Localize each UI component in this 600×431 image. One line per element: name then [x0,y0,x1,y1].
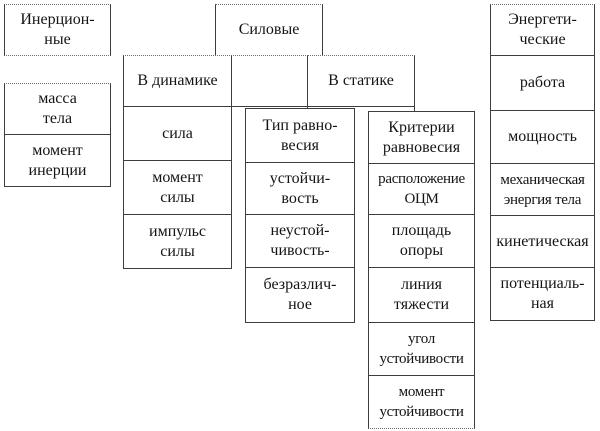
kinetic-label: кинетическая [496,232,589,250]
statics-empty-cell [231,55,308,107]
potential-label: потенциаль- ная [500,275,585,312]
indifferent-label: безразлич- ное [263,276,337,313]
stability-cell: устойчи- вость [245,162,355,215]
gravity-line-label: линия тяжести [393,276,450,313]
energy-header-box: Энергети- ческие [490,4,595,56]
potential-cell: потенциаль- ная [490,267,595,321]
force-cell: сила [123,106,232,161]
support-area-cell: площадь опоры [368,214,475,268]
energy-header-label: Энергети- ческие [508,11,577,48]
force-impulse-cell: импульс силы [123,214,232,269]
work-label: работа [519,74,566,91]
com-location-cell: расположение ОЦМ [368,163,475,215]
mechanical-energy-cell: механическая энергия тела [490,163,595,216]
com-location-label: расположение ОЦМ [378,171,465,207]
force-header-box: Силовые [215,4,323,56]
moment-of-inertia-cell: момент инерции [4,134,111,187]
power-label: мощность [508,128,577,145]
force-label: сила [162,124,193,142]
gravity-line-cell: линия тяжести [368,267,475,323]
force-moment-label: момент силы [152,168,203,206]
equilibrium-type-label: Тип равно- весия [262,116,338,154]
inertial-header-box: Инерцион- ные [4,4,111,56]
in-dynamics-header-cell: В динамике [123,55,232,107]
stability-label: устойчи- вость [269,169,331,207]
in-dynamics-label: В динамике [137,72,218,89]
equilibrium-type-header-cell: Тип равно- весия [245,108,355,163]
stability-angle-label: угол устойчивости [379,331,464,367]
in-statics-label: В статике [328,72,394,89]
moment-of-inertia-label: момент инерции [28,141,87,179]
mass-cell: масса тела [4,83,111,135]
power-cell: мощность [490,110,595,164]
force-moment-cell: момент силы [123,160,232,215]
mechanical-energy-label: механическая энергия тела [500,171,585,208]
equilibrium-criteria-header-cell: Критерии равновесия [368,111,475,164]
instability-label: неустой- чивость- [270,222,330,259]
connector-statics-to-criteria [414,106,415,112]
work-cell: работа [490,55,595,111]
stability-angle-cell: угол устойчивости [368,322,475,376]
equilibrium-criteria-label: Критерии равновесия [382,118,461,156]
in-statics-header-cell: В статике [307,55,415,107]
instability-cell: неустой- чивость- [245,214,355,268]
support-area-label: площадь опоры [391,222,452,259]
stability-moment-cell: момент устойчивости [368,375,475,429]
force-impulse-label: импульс силы [149,222,206,260]
indifferent-cell: безразлич- ное [245,267,355,323]
stability-moment-label: момент устойчивости [379,384,464,420]
kinetic-cell: кинетическая [490,215,595,268]
inertial-header-label: Инерцион- ные [20,11,95,48]
mass-label: масса тела [38,90,77,127]
force-header-label: Силовые [238,21,300,38]
connector-statics-to-type [307,106,308,109]
